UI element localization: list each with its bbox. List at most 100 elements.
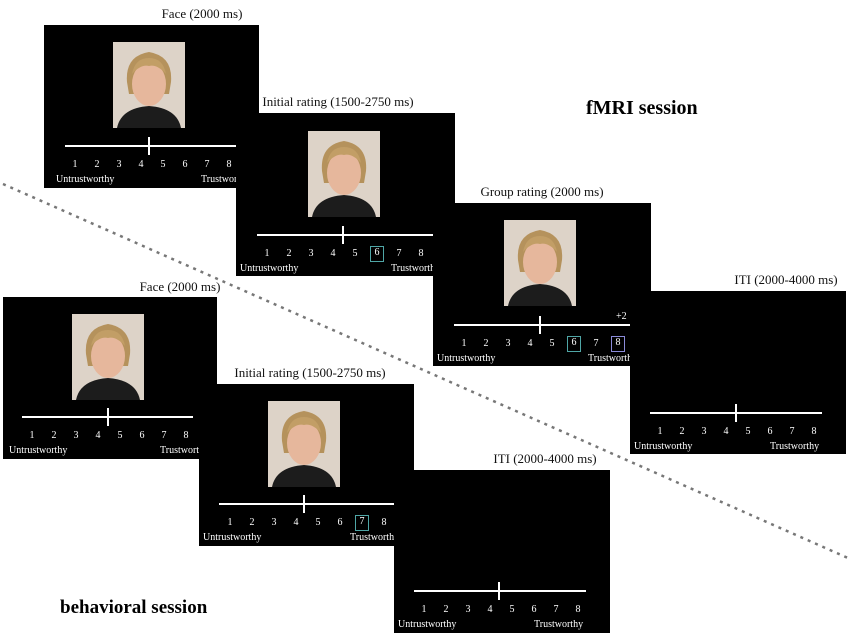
trustworthy-label: Trustworthy: [160, 445, 210, 456]
scale-number: 1: [421, 604, 427, 615]
selected-rating-box: 7: [355, 515, 369, 531]
scale-number: 2: [483, 338, 489, 349]
rating-numbers: 1 2 3 4 5 6 7 8: [653, 425, 833, 439]
scale-number: 3: [73, 430, 79, 441]
scale-number: 3: [116, 159, 122, 170]
scale-number: 7: [553, 604, 559, 615]
scale-number: 8: [418, 248, 424, 259]
rating-numbers: 1 2 3 4 5 6 7 8: [457, 336, 637, 352]
untrustworthy-label: Untrustworthy: [9, 445, 68, 456]
behavioral-iti-caption: ITI (2000-4000 ms): [493, 451, 597, 466]
rating-cursor: [148, 137, 150, 155]
behavioral-face-screen: 1 2 3 4 5 6 7 8 Untrustworthy Trustworth…: [3, 297, 217, 459]
face-photo: [504, 220, 576, 306]
scale-number: 4: [723, 426, 729, 437]
fmri-face-screen: 1 2 3 4 5 6 7 8 Untrustworthy Trustworth…: [44, 25, 259, 188]
scale-number: 5: [745, 426, 751, 437]
scale-number: 1: [29, 430, 35, 441]
scale-number: 5: [315, 517, 321, 528]
rating-scale-line: [219, 503, 414, 505]
untrustworthy-label: Untrustworthy: [56, 174, 115, 185]
scale-number: 4: [527, 338, 533, 349]
trustworthy-label: Trustworthy: [201, 174, 251, 185]
scale-number: 3: [308, 248, 314, 259]
untrustworthy-label: Untrustworthy: [398, 619, 457, 630]
rating-numbers: 1 2 3 4 5 6 7 8: [68, 158, 248, 172]
scale-number: 4: [487, 604, 493, 615]
fmri-session-label: fMRI session: [586, 97, 698, 119]
scale-number: 6: [182, 159, 188, 170]
scale-number: 3: [701, 426, 707, 437]
scale-number: 5: [160, 159, 166, 170]
rating-cursor: [303, 495, 305, 513]
trustworthy-label: Trustworthy: [534, 619, 584, 630]
untrustworthy-label: Untrustworthy: [240, 263, 299, 274]
rating-cursor: [735, 404, 737, 422]
untrustworthy-label: Untrustworthy: [634, 441, 693, 452]
rating-cursor: [498, 582, 500, 600]
scale-number: 6: [337, 517, 343, 528]
rating-numbers: 1 2 3 4 5 6 7 8: [260, 246, 440, 262]
face-photo: [72, 314, 144, 400]
fmri-iti-screen: 1 2 3 4 5 6 7 8 Untrustworthy Trustworth…: [630, 291, 846, 454]
scale-number: 7: [161, 430, 167, 441]
face-photo: [268, 401, 340, 487]
scale-number: 2: [286, 248, 292, 259]
rating-cursor: [539, 316, 541, 334]
fmri-initial-rating-caption: Initial rating (1500-2750 ms): [262, 94, 414, 109]
rating-scale-line: [414, 590, 586, 592]
scale-number: 8: [183, 430, 189, 441]
scale-number: 2: [249, 517, 255, 528]
scale-number: 4: [330, 248, 336, 259]
untrustworthy-label: Untrustworthy: [437, 353, 496, 364]
scale-number: 6: [139, 430, 145, 441]
rating-cursor: [342, 226, 344, 244]
rating-scale-line: [454, 324, 651, 326]
trustworthy-label: Trustworthy: [350, 532, 400, 543]
face-photo: [113, 42, 185, 128]
trustworthy-label: Trustworthy: [588, 353, 638, 364]
trustworthy-label: Trustworthy: [770, 441, 820, 452]
untrustworthy-label: Untrustworthy: [203, 532, 262, 543]
scale-number: 1: [657, 426, 663, 437]
scale-number: 4: [95, 430, 101, 441]
scale-number: 7: [204, 159, 210, 170]
selected-rating-box: 6: [370, 246, 384, 262]
behavioral-iti-screen: 1 2 3 4 5 6 7 8 Untrustworthy Trustworth…: [394, 470, 610, 633]
fmri-initial-rating-screen: 1 2 3 4 5 6 7 8 Untrustworthy Trustworth…: [236, 113, 455, 276]
scale-number: 4: [293, 517, 299, 528]
behavioral-session-label: behavioral session: [60, 597, 208, 618]
fmri-group-rating-screen: +2 1 2 3 4 5 6 7 8 Untrustworthy Trustwo…: [433, 203, 651, 366]
scale-number: 8: [381, 517, 387, 528]
rating-scale-line: [65, 145, 259, 147]
scale-number: 6: [767, 426, 773, 437]
scale-number: 7: [396, 248, 402, 259]
behavioral-initial-rating-screen: 1 2 3 4 5 6 7 8 Untrustworthy Trustworth…: [199, 384, 414, 546]
scale-number: 3: [465, 604, 471, 615]
trustworthy-label: Trustworthy: [391, 263, 441, 274]
scale-number: 2: [51, 430, 57, 441]
scale-number: 6: [531, 604, 537, 615]
scale-number: 2: [443, 604, 449, 615]
scale-number: 2: [679, 426, 685, 437]
scale-number: 4: [138, 159, 144, 170]
scale-number: 1: [461, 338, 467, 349]
scale-number: 7: [789, 426, 795, 437]
scale-number: 2: [94, 159, 100, 170]
scale-number: 8: [575, 604, 581, 615]
rating-numbers: 1 2 3 4 5 6 7 8: [25, 429, 205, 443]
fmri-group-rating-caption: Group rating (2000 ms): [480, 184, 604, 199]
scale-number: 8: [226, 159, 232, 170]
group-rating-box: 8: [611, 336, 625, 352]
scale-number: 3: [271, 517, 277, 528]
scale-number: 1: [264, 248, 270, 259]
scale-number: 7: [593, 338, 599, 349]
fmri-face-caption: Face (2000 ms): [161, 6, 243, 21]
scale-number: 5: [509, 604, 515, 615]
selected-rating-box: 6: [567, 336, 581, 352]
rating-numbers: 1 2 3 4 5 6 7 8: [223, 515, 403, 531]
scale-number: 1: [72, 159, 78, 170]
behavioral-initial-rating-caption: Initial rating (1500-2750 ms): [234, 365, 386, 380]
rating-cursor: [107, 408, 109, 426]
